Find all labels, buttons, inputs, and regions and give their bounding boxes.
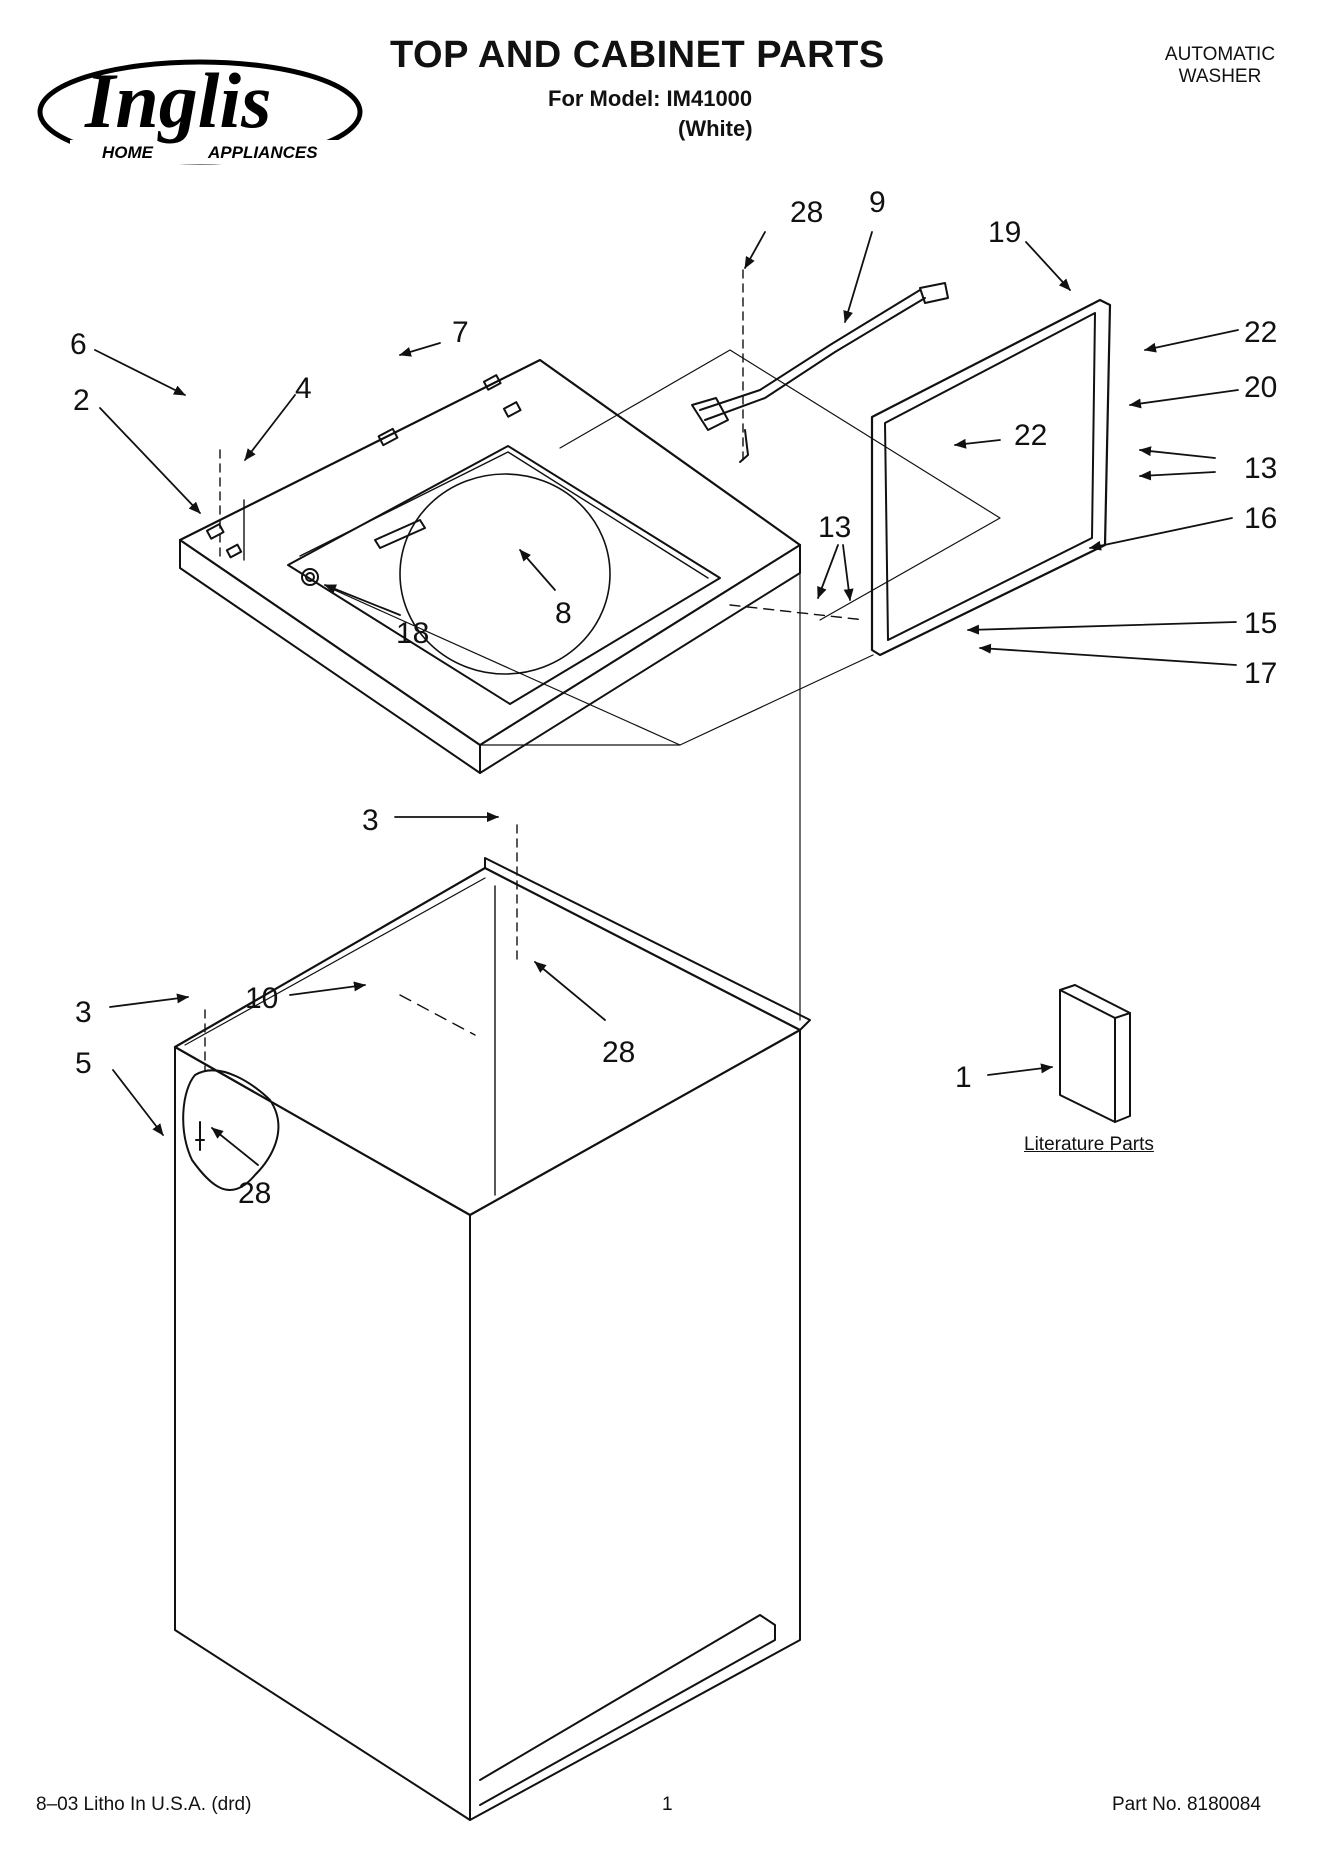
category-line-1: AUTOMATIC xyxy=(1164,44,1276,65)
literature-parts-label: Literature Parts xyxy=(1024,1134,1154,1155)
cabinet xyxy=(173,547,811,1821)
callout-labels: 28 9 19 22 20 22 13 16 13 15 17 6 7 2 4 … xyxy=(70,186,1277,1210)
callout-22-lower: 22 xyxy=(1014,419,1047,452)
callout-8: 8 xyxy=(555,597,572,630)
callout-7: 7 xyxy=(452,316,469,349)
footer-page-number: 1 xyxy=(662,1794,673,1815)
category-line-2: WASHER xyxy=(1178,66,1262,87)
callout-3-upper: 3 xyxy=(362,804,379,837)
callout-5: 5 xyxy=(75,1047,92,1080)
callout-2: 2 xyxy=(73,384,90,417)
callout-13-right: 13 xyxy=(1244,452,1277,485)
washer-top xyxy=(178,358,802,774)
callout-1: 1 xyxy=(955,1061,972,1094)
callout-28-bracket: 28 xyxy=(238,1177,271,1210)
footer-part-number: Part No. 8180084 xyxy=(1112,1794,1261,1815)
callout-28-cabinet: 28 xyxy=(602,1036,635,1069)
callout-18: 18 xyxy=(396,617,429,650)
page-title: TOP AND CABINET PARTS xyxy=(390,34,885,76)
brand-sub-right: APPLIANCES xyxy=(207,143,318,162)
brand-sub-left: HOME xyxy=(102,143,154,162)
inglis-logo: Inglis HOME APPLIANCES xyxy=(37,57,363,165)
leader-arrows xyxy=(94,231,1239,1166)
model-line: For Model: IM41000 xyxy=(548,86,753,111)
callout-13-left: 13 xyxy=(818,511,851,544)
literature-book xyxy=(1059,984,1131,1123)
callout-4: 4 xyxy=(295,372,312,405)
appliance-category: AUTOMATIC WASHER xyxy=(1130,44,1310,88)
callout-9: 9 xyxy=(869,186,886,219)
callout-19: 19 xyxy=(988,216,1021,249)
callout-15: 15 xyxy=(1244,607,1277,640)
callout-22-upper: 22 xyxy=(1244,316,1277,349)
callout-28-harness-screw: 28 xyxy=(790,196,823,229)
color-line: (White) xyxy=(678,116,753,141)
callout-20: 20 xyxy=(1244,371,1277,404)
callout-17: 17 xyxy=(1244,657,1277,690)
callout-16: 16 xyxy=(1244,502,1277,535)
callout-10: 10 xyxy=(245,982,278,1015)
footer-print-info: 8–03 Litho In U.S.A. (drd) xyxy=(36,1794,252,1815)
callout-3-lower: 3 xyxy=(75,996,92,1029)
fastener-leaders xyxy=(204,269,866,1071)
brand-wordmark: Inglis xyxy=(84,57,271,144)
rear-frame xyxy=(329,298,1112,746)
callout-6: 6 xyxy=(70,328,87,361)
wire-harness xyxy=(691,282,949,463)
